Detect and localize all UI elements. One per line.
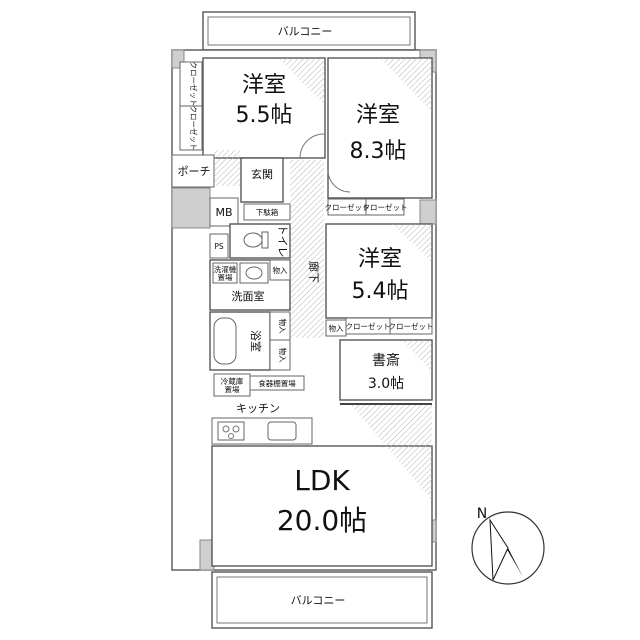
- fridge-label-1: 冷蔵庫: [221, 376, 244, 386]
- shoe-box: 下駄箱: [243, 203, 291, 221]
- cupboard-label: 食器棚置場: [258, 378, 296, 388]
- closets-nw: クローゼット クローゼット: [179, 61, 203, 151]
- balcony-bottom: バルコニー: [211, 571, 433, 629]
- fridge-label-2: 置場: [225, 384, 240, 394]
- ps-label: PS: [214, 242, 224, 251]
- entrance: 玄関: [240, 157, 284, 203]
- corridor: 廊下: [290, 160, 324, 338]
- storage-b1-label: 物入: [278, 319, 288, 334]
- toilet-label: トイレ: [276, 225, 289, 258]
- bedroom-nw-name: 洋室: [242, 73, 286, 98]
- compass: N: [471, 506, 545, 585]
- shoe-box-label: 下駄箱: [256, 207, 279, 217]
- kitchen: 冷蔵庫 置場 食器棚置場 キッチン: [211, 373, 313, 445]
- washroom-label: 洗面室: [232, 289, 265, 303]
- balcony-bottom-label: バルコニー: [291, 594, 346, 607]
- ldk-name: LDK: [294, 464, 350, 497]
- mb-label: MB: [215, 206, 232, 219]
- bedroom-nw-size: 5.5帖: [236, 103, 293, 128]
- bedroom-e-name: 洋室: [358, 247, 402, 272]
- closet-e1-label: クローゼット: [346, 321, 391, 331]
- corridor-label: 廊下: [307, 261, 321, 283]
- closets-east: 物入 クローゼット クローゼット: [325, 317, 434, 337]
- closet-nw-2-label: クローゼット: [189, 106, 199, 151]
- bathroom: 浴室: [209, 311, 271, 371]
- closet-e2-label: クローゼット: [389, 321, 434, 331]
- entrance-label: 玄関: [251, 167, 273, 181]
- bedroom-ne-name: 洋室: [356, 103, 400, 128]
- storage-b2-label: 物入: [278, 348, 288, 363]
- closet-nw-1-label: クローゼット: [189, 62, 199, 107]
- compass-north-label: N: [477, 506, 487, 522]
- study-size: 3.0帖: [368, 376, 404, 392]
- utility-shafts: MB PS: [209, 197, 239, 259]
- closet-c2-label: クローゼット: [363, 202, 408, 212]
- washer-label-2: 置場: [218, 272, 233, 282]
- toilet-room: トイレ: [229, 223, 291, 259]
- washroom: 洗濯機 置場 物入 洗面室: [209, 259, 291, 311]
- study-name: 書斎: [372, 352, 400, 369]
- porch: ポーチ: [171, 150, 240, 188]
- storage-wash-label: 物入: [273, 265, 288, 275]
- kitchen-label: キッチン: [236, 402, 280, 415]
- room-study: 書斎 3.0帖: [339, 339, 433, 401]
- balcony-top-label: バルコニー: [278, 25, 333, 38]
- bath-label: 浴室: [249, 330, 263, 352]
- storage-bath: 物入 物入: [269, 311, 291, 371]
- closets-center: クローゼット クローゼット: [325, 198, 408, 216]
- ldk-size: 20.0帖: [277, 504, 367, 537]
- bedroom-e-size: 5.4帖: [352, 279, 409, 304]
- bedroom-ne-size: 8.3帖: [350, 139, 407, 164]
- room-bedroom-e: 洋室 5.4帖: [325, 223, 433, 319]
- room-ldk: LDK 20.0帖: [211, 403, 433, 567]
- compass-needle-light: [489, 518, 509, 581]
- room-bedroom-ne: 洋室 8.3帖: [327, 57, 433, 199]
- room-bedroom-nw: 洋室 5.5帖: [202, 57, 326, 159]
- storage-e-label: 物入: [329, 323, 344, 333]
- porch-label: ポーチ: [178, 165, 211, 178]
- washer-label-1: 洗濯機: [214, 264, 237, 274]
- balcony-top: バルコニー: [202, 11, 416, 51]
- closet-c1-label: クローゼット: [325, 202, 370, 212]
